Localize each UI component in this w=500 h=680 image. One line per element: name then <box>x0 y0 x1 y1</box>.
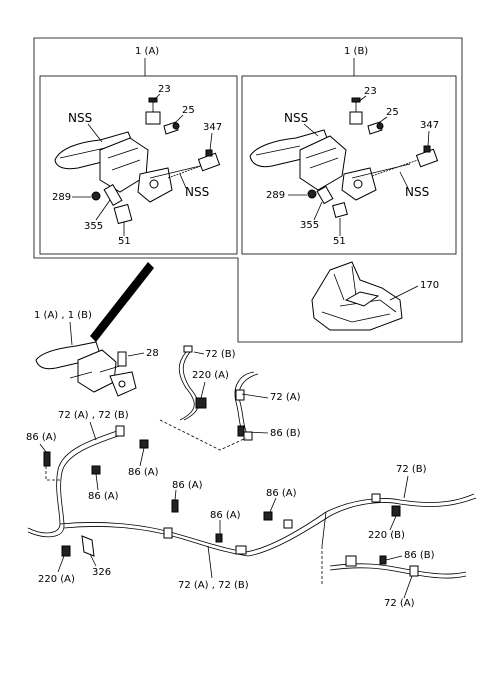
bolt-86a-lower <box>91 465 101 475</box>
callout-220a-bottom: 220 (A) <box>38 574 75 585</box>
pointer-wedge <box>90 262 154 342</box>
label-group-b: 1 (B) <box>344 46 368 57</box>
label-group-a: 1 (A) <box>135 46 159 57</box>
callout-a-355: 355 <box>84 221 103 232</box>
callout-220a-mid: 220 (A) <box>192 370 229 381</box>
panel-a-lever-assembly <box>54 97 221 225</box>
callout-b-289: 289 <box>266 190 285 201</box>
callout-86a-lower: 86 (A) <box>88 491 119 502</box>
callout-b-347: 347 <box>420 120 439 131</box>
panel-b-frame <box>241 75 457 255</box>
callout-86a-left: 86 (A) <box>26 432 57 443</box>
callout-assy: 1 (A) , 1 (B) <box>34 310 92 321</box>
callout-72ab-bottom: 72 (A) , 72 (B) <box>178 580 249 591</box>
callout-28: 28 <box>146 348 159 359</box>
callout-72ab-left: 72 (A) , 72 (B) <box>58 410 129 421</box>
callout-72a-bottom: 72 (A) <box>384 598 415 609</box>
bolt-86a-center <box>139 439 149 449</box>
bolt-86b-right <box>237 425 245 437</box>
callout-b-355: 355 <box>300 220 319 231</box>
cable-72ab-main <box>27 425 477 557</box>
callout-86b-right: 86 (B) <box>270 428 301 439</box>
bolt-86b-far <box>379 555 387 565</box>
callout-a-23: 23 <box>158 84 171 95</box>
callout-86b-far: 86 (B) <box>404 550 435 561</box>
cable-72a-bottom <box>329 555 467 579</box>
bolt-28 <box>117 351 127 367</box>
bolt-86a-mid3 <box>263 511 273 521</box>
callout-72a-right: 72 (A) <box>270 392 301 403</box>
callout-72b-top: 72 (B) <box>205 349 236 360</box>
clip-220b <box>391 505 401 517</box>
bolt-86a-mid2 <box>215 533 223 543</box>
callout-b-nss-side: NSS <box>405 185 429 199</box>
callout-b-nss-top: NSS <box>284 111 308 125</box>
panel-b-lever-assembly <box>249 97 439 218</box>
lever-assembly-small <box>35 341 137 397</box>
console-cover-170 <box>311 261 403 331</box>
callout-a-nss-side: NSS <box>185 185 209 199</box>
bracket-326 <box>81 535 95 557</box>
callout-a-347: 347 <box>203 122 222 133</box>
callout-86a-mid2: 86 (A) <box>210 510 241 521</box>
callout-86a-mid3: 86 (A) <box>266 488 297 499</box>
callout-b-25: 25 <box>386 107 399 118</box>
cable-72b-upper <box>178 345 199 421</box>
callout-86a-center: 86 (A) <box>128 467 159 478</box>
callout-a-nss-top: NSS <box>68 111 92 125</box>
callout-b-23: 23 <box>364 86 377 97</box>
callout-220b: 220 (B) <box>368 530 405 541</box>
callout-a-25: 25 <box>182 105 195 116</box>
panel-a-frame <box>39 75 238 255</box>
outer-frame <box>33 37 463 343</box>
bolt-86a-left <box>43 451 51 467</box>
callout-a-289: 289 <box>52 192 71 203</box>
callout-86a-mid: 86 (A) <box>172 480 203 491</box>
clip-220a-bottom <box>61 545 71 557</box>
callout-72b-far: 72 (B) <box>396 464 427 475</box>
callout-170: 170 <box>420 280 439 291</box>
clip-220a-mid <box>195 397 207 409</box>
callout-a-51: 51 <box>118 236 131 247</box>
callout-b-51: 51 <box>333 236 346 247</box>
callout-326: 326 <box>92 567 111 578</box>
bolt-86a-mid <box>171 499 179 513</box>
